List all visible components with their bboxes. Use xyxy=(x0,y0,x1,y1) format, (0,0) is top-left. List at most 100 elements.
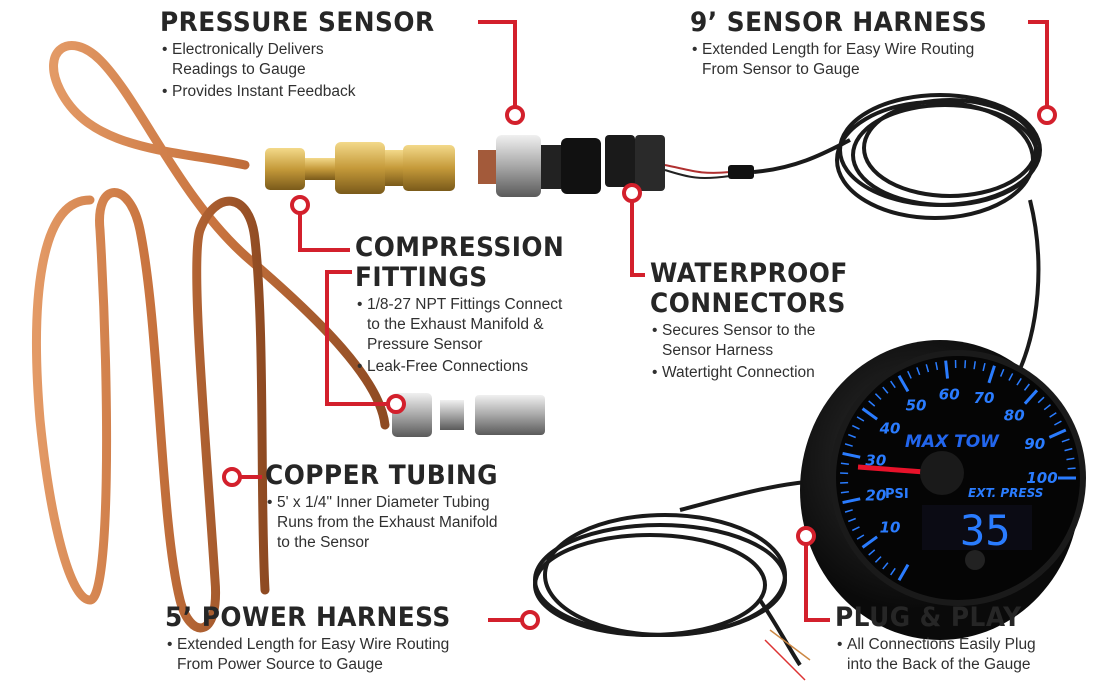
gauge-tick xyxy=(844,443,853,447)
gauge-tick xyxy=(890,567,896,576)
gauge-tick xyxy=(1049,412,1057,418)
gauge-tick xyxy=(848,517,857,523)
gauge-tick xyxy=(868,549,876,556)
gauge-tick-label: 60 xyxy=(939,385,960,403)
gauge-tick-label: 80 xyxy=(1004,407,1025,425)
callout-bullet: 1/8-27 NPT Fittings Connect to the Exhau… xyxy=(355,295,582,355)
gauge-tick xyxy=(868,400,876,407)
callout-title: PLUG & PLAY xyxy=(835,602,1022,633)
gauge-tick xyxy=(1064,447,1073,452)
callout-bullet: Watertight Connection xyxy=(650,363,865,383)
gauge-tick xyxy=(890,380,896,389)
callout-bullet: Electronically Delivers Readings to Gaug… xyxy=(160,40,458,80)
gauge-tick xyxy=(1066,457,1075,461)
gauge-tick xyxy=(1043,404,1051,411)
callout-sensor-harness: 9’ SENSOR HARNESS Extended Length for Ea… xyxy=(690,8,1013,80)
gauge-tick xyxy=(1067,467,1076,470)
gauge-tick xyxy=(861,407,878,421)
callout-bullet: Leak-Free Connections xyxy=(355,357,582,377)
gauge-tick xyxy=(1023,383,1030,391)
gauge-tick xyxy=(874,556,882,563)
gauge-tick xyxy=(851,526,860,532)
digital-display xyxy=(922,505,1032,550)
gauge-tick xyxy=(842,451,861,459)
pressure-sensor xyxy=(478,135,601,197)
gauge-tick-label: 30 xyxy=(865,452,886,470)
gauge-tick-label: 40 xyxy=(879,420,901,438)
gauge-tick-label: 100 xyxy=(1026,469,1057,487)
callout-bullet: All Connections Easily Plug into the Bac… xyxy=(835,635,1038,675)
callout-title: 9’ SENSOR HARNESS xyxy=(690,7,988,38)
gauge-tick xyxy=(916,367,921,376)
gauge-tick-label: 20 xyxy=(865,486,886,504)
gauge-tick xyxy=(874,393,882,400)
gauge-tick xyxy=(973,361,976,370)
gauge-logo: MAX TOW xyxy=(905,432,1000,452)
callout-title: COPPER TUBING xyxy=(265,460,498,491)
gauge-tick xyxy=(856,534,865,540)
gauge-tick xyxy=(999,368,1005,377)
gauge-tick xyxy=(897,563,910,581)
gauge-tick-label: 90 xyxy=(1024,435,1045,453)
callout-bullet: Provides Instant Feedback xyxy=(160,82,458,102)
callout-bullet: Extended Length for Easy Wire Routing Fr… xyxy=(690,40,1013,80)
callout-copper-tubing: COPPER TUBING 5' x 1/4" Inner Diameter T… xyxy=(265,461,518,553)
gauge-tick-label: 70 xyxy=(974,389,995,407)
gauge-button[interactable] xyxy=(965,550,985,570)
callout-bullet: Extended Length for Easy Wire Routing Fr… xyxy=(165,635,476,675)
gauge-tick xyxy=(982,362,986,372)
power-harness-coil xyxy=(533,478,841,681)
callout-plug-and-play: PLUG & PLAY All Connections Easily Plug … xyxy=(835,603,1038,675)
callout-bullet: Secures Sensor to the Sensor Harness xyxy=(650,321,865,361)
callout-compression-fittings: COMPRESSION FITTINGS 1/8-27 NPT Fittings… xyxy=(355,233,582,377)
gauge-tick-label: 10 xyxy=(880,518,901,536)
callout-title: CONNECTORS xyxy=(650,288,846,319)
gauge-tick xyxy=(851,424,860,430)
gauge-label: EXT. PRESS xyxy=(968,486,1043,500)
brass-fittings xyxy=(265,142,455,194)
callout-title: WATERPROOF xyxy=(650,258,848,289)
gauge-tick xyxy=(848,433,857,439)
gauge-tick xyxy=(897,375,910,393)
gauge-tick xyxy=(844,509,853,513)
gauge-tick xyxy=(1016,377,1022,386)
gauge-unit: PSI xyxy=(885,487,909,502)
gauge-tick xyxy=(1054,420,1062,426)
gauge-tick xyxy=(1008,373,1014,381)
gauge-tick xyxy=(1061,438,1070,443)
gauge-tick xyxy=(840,462,849,465)
callout-pressure-sensor: PRESSURE SENSOR Electronically Delivers … xyxy=(160,8,458,102)
callout-title: FITTINGS xyxy=(355,262,488,293)
gauge-tick xyxy=(882,386,889,394)
gauge-tick xyxy=(1037,396,1045,404)
gauge: 10 20 30 40 50 60 70 80 90 100 MAX TOW PSI EXT. P… xyxy=(800,340,1086,640)
steel-fittings xyxy=(392,393,545,437)
gauge-tick xyxy=(856,416,865,422)
gauge-tick xyxy=(861,535,878,549)
gauge-tick xyxy=(882,562,889,570)
gauge-tick xyxy=(925,364,930,373)
callout-title: 5’ POWER HARNESS xyxy=(165,602,451,633)
copper-tubing xyxy=(32,41,390,633)
callout-title: COMPRESSION xyxy=(355,232,565,263)
callout-lines xyxy=(240,20,1049,622)
sensor-harness-coil xyxy=(753,93,1042,381)
gauge-tick-label: 50 xyxy=(906,396,927,414)
gauge-tick xyxy=(1048,428,1067,439)
gauge-tick xyxy=(964,360,967,369)
gauge-tick xyxy=(842,497,861,505)
gauge-tick-marks xyxy=(840,360,1076,581)
callout-power-harness: 5’ POWER HARNESS Extended Length for Eas… xyxy=(165,603,476,675)
waterproof-connector xyxy=(605,135,754,191)
gauge-tick xyxy=(935,361,939,371)
gauge-tick xyxy=(907,370,912,379)
callout-title: PRESSURE SENSOR xyxy=(160,7,435,38)
gauge-tick xyxy=(840,491,849,494)
gauge-tick xyxy=(944,360,950,379)
callout-bullet: 5' x 1/4" Inner Diameter Tubing Runs fro… xyxy=(265,493,518,553)
callout-waterproof-connectors: WATERPROOF CONNECTORS Secures Sensor to … xyxy=(650,259,865,383)
gauge-tick xyxy=(1023,389,1039,405)
callout-dots xyxy=(222,105,1057,630)
